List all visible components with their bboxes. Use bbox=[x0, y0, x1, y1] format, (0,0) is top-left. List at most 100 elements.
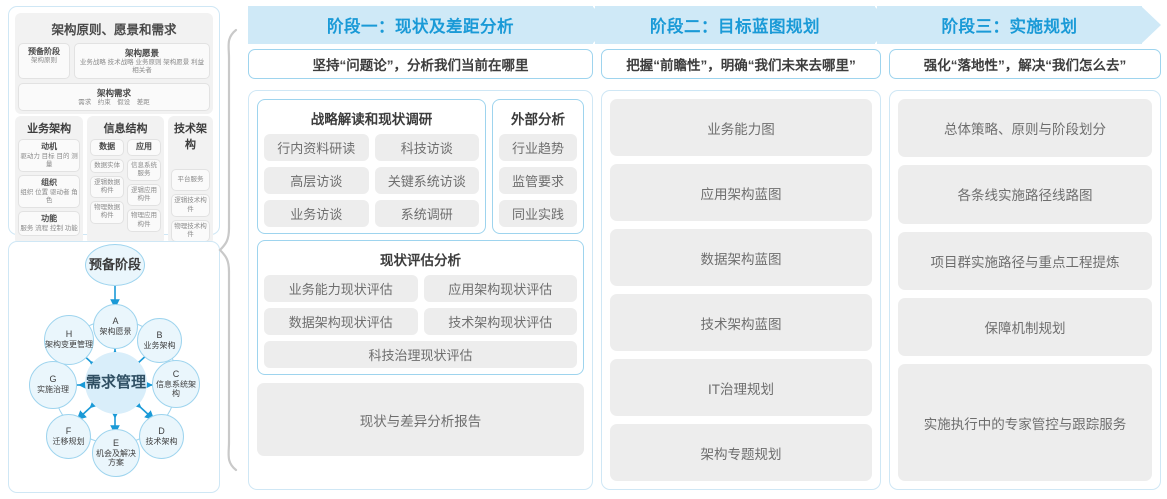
info-system-service-cell: 信息系统服务 bbox=[127, 158, 161, 182]
application-header-cell: 应用 bbox=[127, 139, 161, 156]
information-structure-column: 信息结构 数据 数据实体 逻辑数据构件 bbox=[87, 116, 164, 245]
platform-service-label: 平台服务 bbox=[177, 176, 204, 184]
cycle-node-d[interactable]: D 技术架构 bbox=[139, 414, 184, 459]
chip-key-system-interview[interactable]: 关键系统访谈 bbox=[374, 167, 479, 194]
prelim-vision-row: 预备阶段 架构原则 架构愿景 业务战略 技术战略 业务原则 架构愿景 利益相关者 bbox=[18, 43, 210, 80]
chip-industry-trend[interactable]: 行业趋势 bbox=[499, 134, 577, 161]
cycle-node-g[interactable]: G 实施治理 bbox=[29, 361, 77, 409]
logical-application-cell: 逻辑应用构件 bbox=[127, 184, 161, 207]
chip-assurance-mechanism-plan[interactable]: 保障机制规划 bbox=[898, 297, 1152, 357]
cycle-node-b-label: 业务架构 bbox=[143, 340, 176, 350]
chip-data-arch-assessment[interactable]: 数据架构现状评估 bbox=[264, 308, 418, 335]
cycle-node-e-letter: E bbox=[112, 437, 119, 448]
togaf-framework-panel: 架构原则、愿景和需求 预备阶段 架构原则 架构愿景 业务战略 技术战略 业务原则… bbox=[8, 6, 220, 295]
cycle-node-h-letter: H bbox=[65, 329, 73, 340]
business-cell-organization: 组织 组织 位置 驱动者 角色 bbox=[18, 175, 81, 209]
left-column: 架构原则、愿景和需求 预备阶段 架构原则 架构愿景 业务战略 技术战略 业务原则… bbox=[8, 6, 220, 493]
chip-application-arch-assessment[interactable]: 应用架构现状评估 bbox=[423, 275, 577, 302]
cycle-node-a[interactable]: A 架构愿景 bbox=[93, 304, 138, 349]
grouping-brace bbox=[218, 28, 248, 472]
chip-it-governance-plan[interactable]: IT治理规划 bbox=[610, 359, 872, 416]
brace-icon bbox=[218, 28, 238, 472]
chip-system-survey[interactable]: 系统调研 bbox=[374, 200, 479, 227]
current-gap-analysis-report[interactable]: 现状与差异分析报告 bbox=[257, 383, 584, 456]
business-cell-motivation-items: 驱动力 目标 目的 测量 bbox=[20, 152, 78, 169]
chip-line-implementation-roadmap[interactable]: 各条线实施路径线路图 bbox=[898, 165, 1152, 224]
cycle-node-b-letter: B bbox=[156, 329, 163, 340]
requirements-items: 需求 约束 假设 差距 bbox=[78, 99, 150, 107]
phase-arrow-1[interactable]: 阶段一：现状及差距分析 bbox=[248, 6, 612, 44]
chip-peer-practice[interactable]: 同业实践 bbox=[499, 200, 577, 227]
chip-executive-interview[interactable]: 高层访谈 bbox=[264, 167, 369, 194]
vision-title: 架构愿景 bbox=[124, 48, 159, 58]
cycle-node-a-letter: A bbox=[112, 315, 119, 326]
physical-data-cell: 物理数据构件 bbox=[90, 201, 125, 224]
phase-3-column: 总体策略、原则与阶段划分 各条线实施路径线路图 项目群实施路径与重点工程提炼 保… bbox=[889, 90, 1161, 490]
data-subcolumn: 数据 数据实体 逻辑数据构件 物理数据构件 bbox=[90, 139, 125, 231]
application-header-title: 应用 bbox=[136, 142, 153, 152]
phase1-top-row: 战略解读和现状调研 行内资料研读 科技访谈 高层访谈 关键系统访谈 业务访谈 系… bbox=[257, 99, 584, 234]
chip-regulatory-requirement[interactable]: 监管要求 bbox=[499, 167, 577, 194]
phase-arrow-2[interactable]: 阶段二：目标蓝图规划 bbox=[595, 6, 894, 44]
physical-application-cell: 物理应用构件 bbox=[127, 209, 161, 232]
chip-business-interview[interactable]: 业务访谈 bbox=[264, 200, 369, 227]
cycle-node-d-label: 技术架构 bbox=[145, 436, 178, 446]
chip-expert-control-tracking-service[interactable]: 实施执行中的专家管控与跟踪服务 bbox=[898, 364, 1152, 481]
chip-architecture-topic-plan[interactable]: 架构专题规划 bbox=[610, 424, 872, 481]
strategy-research-row-1: 行内资料研读 科技访谈 bbox=[264, 134, 479, 161]
chip-overall-strategy-principles[interactable]: 总体策略、原则与阶段划分 bbox=[898, 99, 1152, 158]
cycle-node-b[interactable]: B 业务架构 bbox=[137, 318, 182, 363]
physical-technology-cell: 物理技术构件 bbox=[170, 219, 211, 242]
chip-program-implementation-path[interactable]: 项目群实施路径与重点工程提炼 bbox=[898, 231, 1152, 290]
chip-internal-docs[interactable]: 行内资料研读 bbox=[264, 134, 369, 161]
cycle-node-c[interactable]: C 信息系统架构 bbox=[152, 360, 200, 408]
chip-data-arch-blueprint[interactable]: 数据架构蓝图 bbox=[610, 229, 872, 286]
architecture-principles-group: 架构原则、愿景和需求 预备阶段 架构原则 架构愿景 业务战略 技术战略 业务原则… bbox=[15, 13, 213, 115]
cycle-node-c-label: 信息系统架构 bbox=[156, 379, 196, 398]
chip-business-capability-assessment[interactable]: 业务能力现状评估 bbox=[264, 275, 418, 302]
chip-business-capability-map[interactable]: 业务能力图 bbox=[610, 99, 872, 156]
strategy-research-title: 战略解读和现状调研 bbox=[310, 112, 433, 127]
cycle-node-requirements-label: 需求管理 bbox=[85, 374, 146, 391]
strategy-research-box: 战略解读和现状调研 行内资料研读 科技访谈 高层访谈 关键系统访谈 业务访谈 系… bbox=[257, 99, 486, 234]
logical-technology-cell: 逻辑技术构件 bbox=[170, 194, 211, 217]
chip-tech-interview[interactable]: 科技访谈 bbox=[374, 134, 479, 161]
phase-subtitle-row: 坚持“问题论”，分析我们当前在哪里 把握“前瞻性”，明确“我们未来去哪里” 强化… bbox=[248, 49, 1161, 79]
cycle-node-f[interactable]: F 迁移规划 bbox=[46, 414, 91, 459]
phase-arrow-1-label: 阶段一：现状及差距分析 bbox=[327, 18, 514, 36]
current-state-assessment-title: 现状评估分析 bbox=[380, 253, 461, 268]
cycle-node-h[interactable]: H 架构变更管理 bbox=[44, 315, 94, 365]
business-cell-motivation-title: 动机 bbox=[41, 142, 58, 152]
prelim-cell: 预备阶段 架构原则 bbox=[18, 43, 70, 80]
phase-subtitle-1: 坚持“问题论”，分析我们当前在哪里 bbox=[248, 49, 593, 79]
cycle-node-g-letter: G bbox=[49, 374, 57, 385]
application-subcolumn: 应用 信息系统服务 逻辑应用构件 物理应用构件 bbox=[127, 139, 161, 232]
logical-data-cell: 逻辑数据构件 bbox=[90, 176, 125, 199]
business-cell-function-title: 功能 bbox=[41, 214, 58, 224]
business-cell-organization-items: 组织 位置 驱动者 角色 bbox=[20, 188, 78, 204]
information-structure-subcolumns: 数据 数据实体 逻辑数据构件 物理数据构件 bbox=[90, 139, 161, 232]
data-entity-items: 数据实体 bbox=[94, 161, 121, 169]
cycle-node-f-letter: F bbox=[65, 425, 72, 436]
current-state-assessment-box: 现状评估分析 业务能力现状评估 应用架构现状评估 数据架构现状评估 技术架构现状… bbox=[257, 240, 584, 375]
cycle-node-h-label: 架构变更管理 bbox=[45, 340, 93, 350]
phase-subtitle-2-label: 把握“前瞻性”，明确“我们未来去哪里” bbox=[626, 58, 856, 73]
chip-tech-arch-blueprint[interactable]: 技术架构蓝图 bbox=[610, 294, 872, 351]
chip-application-arch-blueprint[interactable]: 应用架构蓝图 bbox=[610, 164, 872, 221]
chip-tech-governance-assessment[interactable]: 科技治理现状评估 bbox=[264, 341, 577, 368]
phase-arrow-3[interactable]: 阶段三：实施规划 bbox=[877, 6, 1161, 44]
cycle-node-preliminary[interactable]: 预备阶段 bbox=[85, 244, 145, 286]
architecture-domains-row: 业务架构 动机 驱动力 目标 目的 测量 组织 组织 位置 驱动者 角色 功能 bbox=[15, 116, 214, 245]
cycle-node-a-label: 架构愿景 bbox=[99, 326, 132, 336]
requirements-title: 架构需求 bbox=[96, 88, 131, 99]
adm-cycle-diagram: 预备阶段 需求管理 A 架构愿景 B 业务架构 C 信息系统架构 bbox=[9, 242, 219, 492]
requirements-cell: 架构需求 需求 约束 假设 差距 bbox=[18, 83, 210, 112]
logical-application-items: 逻辑应用构件 bbox=[131, 187, 158, 203]
physical-application-items: 物理应用构件 bbox=[131, 212, 158, 228]
phase-arrow-banner-row: 阶段一：现状及差距分析 阶段二：目标蓝图规划 阶段三：实施规划 bbox=[248, 6, 1161, 44]
cycle-node-e[interactable]: E 机会及解决方案 bbox=[92, 429, 140, 477]
chip-tech-arch-assessment[interactable]: 技术架构现状评估 bbox=[423, 308, 577, 335]
cycle-node-requirements[interactable]: 需求管理 bbox=[85, 352, 147, 414]
business-cell-motivation: 动机 驱动力 目标 目的 测量 bbox=[18, 139, 81, 173]
logical-data-items: 逻辑数据构件 bbox=[94, 179, 121, 195]
